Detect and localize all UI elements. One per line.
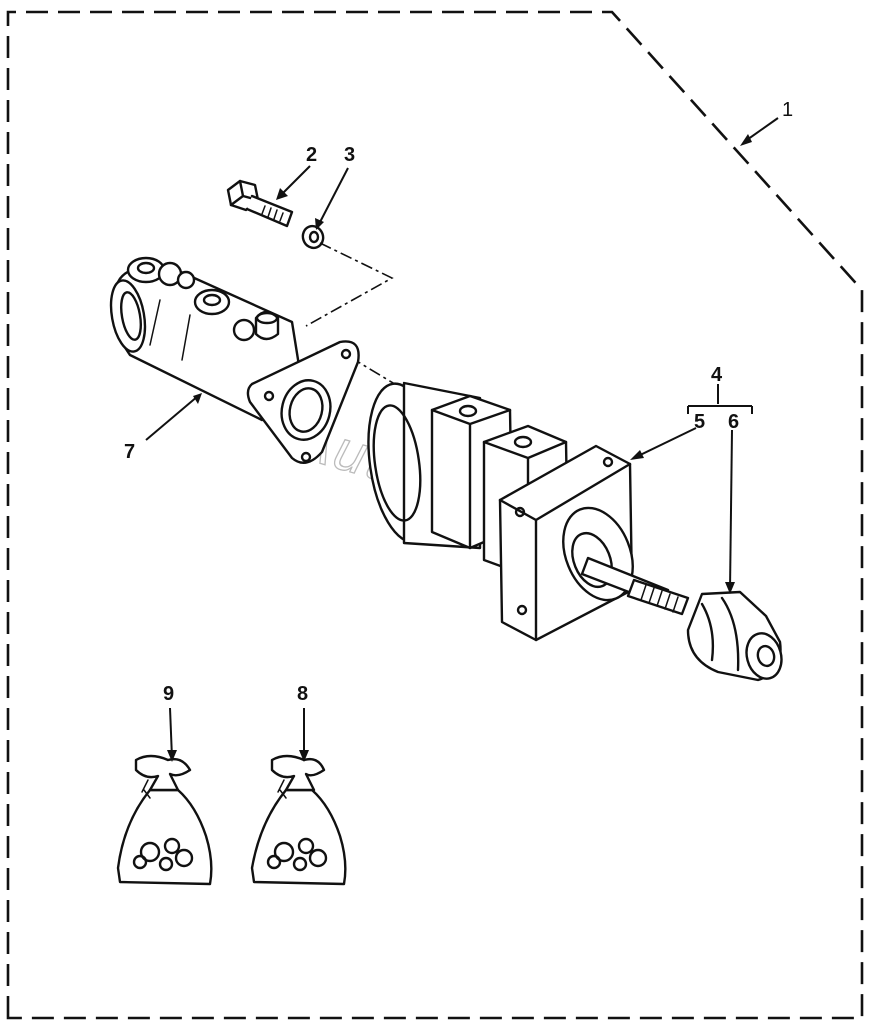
washer-part-3 (301, 224, 325, 250)
callout-3: 3 (344, 144, 355, 166)
leader-lines (145, 117, 779, 762)
callout-7: 7 (124, 441, 135, 463)
callout-9: 9 (163, 683, 174, 705)
reservoir-body-part-7 (109, 256, 302, 422)
push-rod (580, 556, 690, 616)
callout-2: 2 (306, 144, 317, 166)
callout-4: 4 (711, 364, 723, 386)
callout-6: 6 (728, 411, 739, 433)
bolt-part-2 (226, 179, 294, 228)
callout-1: 1 (782, 99, 793, 121)
callout-8: 8 (297, 683, 308, 705)
kit-boundary-dashed (6, 10, 864, 1020)
master-cylinder-assembly (367, 381, 634, 642)
dust-boot-part-6 (686, 590, 783, 682)
callout-5: 5 (694, 411, 705, 433)
gasket-flange (246, 340, 360, 464)
parts-bag-part-8 (250, 754, 347, 886)
parts-bag-part-9 (116, 754, 213, 886)
